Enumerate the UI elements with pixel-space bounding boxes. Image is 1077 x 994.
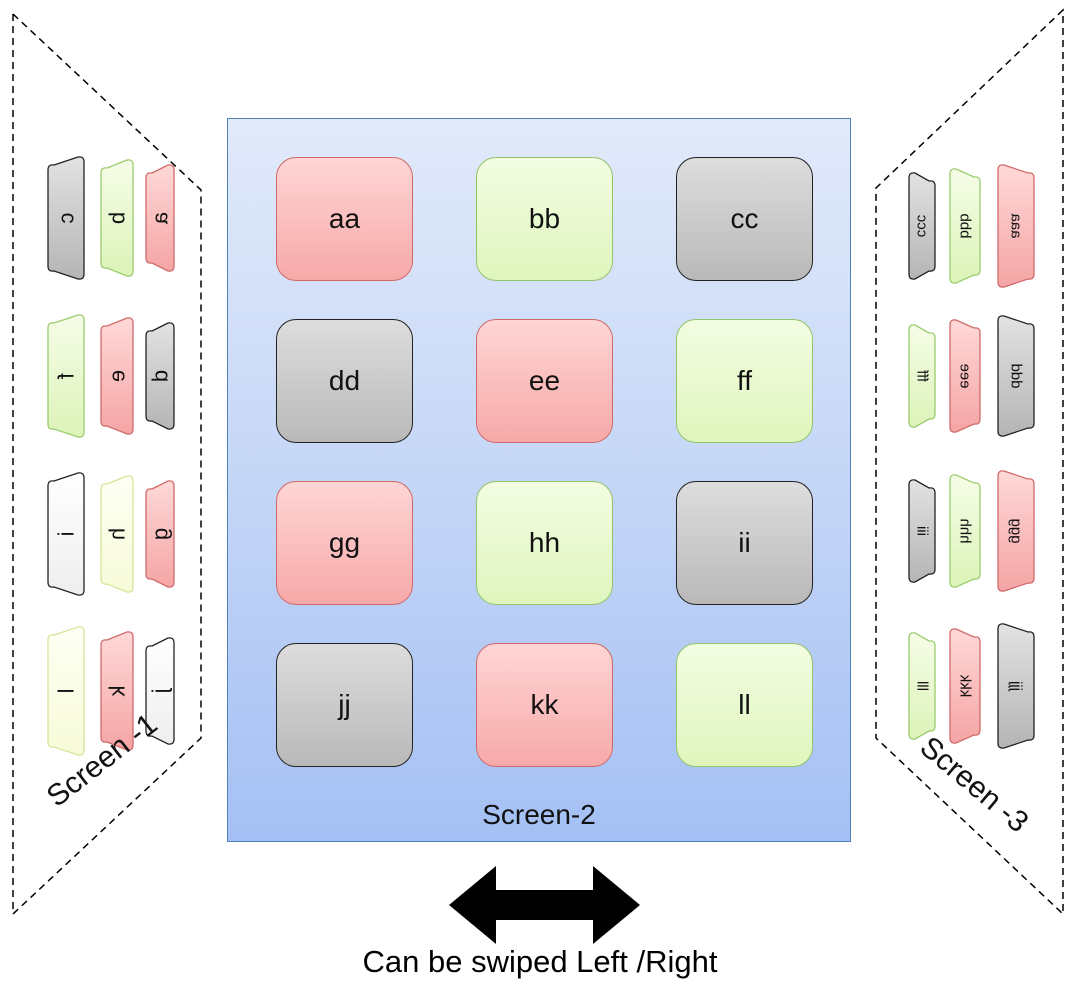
- side-tile-label: bbb: [957, 213, 974, 238]
- tile-kk[interactable]: kk: [476, 643, 613, 767]
- side-tile-label: hhh: [957, 518, 974, 543]
- side-tile-label: c: [54, 213, 79, 224]
- side-tile-kkk: kkk: [949, 628, 981, 744]
- side-tile-h: h: [100, 475, 134, 593]
- side-tile-label: b: [105, 212, 130, 224]
- side-tile-label: d: [148, 370, 173, 382]
- tile-ff[interactable]: ff: [676, 319, 813, 443]
- double-arrow-icon: [449, 866, 640, 944]
- side-tile-label: k: [105, 686, 130, 698]
- side-tile-label: ccc: [914, 214, 931, 237]
- tile-ee[interactable]: ee: [476, 319, 613, 443]
- side-tile-label: aaa: [1008, 213, 1025, 239]
- side-tile-c: c: [47, 156, 85, 280]
- side-tile-d: d: [145, 322, 175, 430]
- left-screen-frame: [12, 12, 202, 916]
- side-tile-i: i: [47, 472, 85, 596]
- side-tile-e: e: [100, 317, 134, 435]
- side-tile-eee: eee: [949, 319, 981, 433]
- tile-dd[interactable]: dd: [276, 319, 413, 443]
- side-tile-label: ggg: [1008, 518, 1025, 543]
- tile-aa[interactable]: aa: [276, 157, 413, 281]
- side-tile-label: j: [148, 688, 173, 694]
- side-tile-label: ddd: [1008, 363, 1025, 388]
- side-tile-lll: lll: [908, 632, 936, 740]
- side-tile-label: iii: [914, 526, 931, 536]
- side-tile-hhh: hhh: [949, 474, 981, 588]
- side-tile-a: a: [145, 164, 175, 272]
- right-screen-tiles: ccc bbb aaa fff eee ddd iii hhh ggg lll kkk jjj: [908, 164, 1035, 749]
- side-tile-label: a: [148, 212, 173, 225]
- right-screen-frame: [875, 8, 1064, 916]
- side-tile-bbb: bbb: [949, 168, 981, 284]
- tile-bb[interactable]: bb: [476, 157, 613, 281]
- side-tile-label: g: [148, 528, 173, 540]
- side-tile-label: e: [105, 370, 130, 382]
- tile-jj[interactable]: jj: [276, 643, 413, 767]
- side-tile-ddd: ddd: [997, 315, 1035, 437]
- side-tile-aaa: aaa: [997, 164, 1035, 288]
- tile-cc[interactable]: cc: [676, 157, 813, 281]
- swipe-caption: Can be swiped Left /Right: [362, 944, 718, 979]
- side-tile-label: h: [105, 528, 130, 540]
- tile-hh[interactable]: hh: [476, 481, 613, 605]
- side-tile-k: k: [100, 631, 134, 751]
- side-tile-jjj: jjj: [997, 623, 1035, 749]
- tile-gg[interactable]: gg: [276, 481, 413, 605]
- side-tile-iii: iii: [908, 479, 936, 583]
- side-tile-label: lll: [914, 681, 931, 691]
- side-tile-label: eee: [957, 363, 974, 388]
- left-screen-tiles: c b a f e d i h g l k j: [47, 156, 175, 756]
- side-tile-label: i: [54, 532, 79, 537]
- side-tile-j: j: [145, 637, 175, 745]
- tile-ii[interactable]: ii: [676, 481, 813, 605]
- side-tile-f: f: [47, 314, 85, 438]
- side-tile-label: kkk: [957, 674, 974, 697]
- side-tile-ggg: ggg: [997, 470, 1035, 592]
- side-tile-ccc: ccc: [908, 172, 936, 280]
- side-tile-fff: fff: [908, 324, 936, 428]
- side-tile-label: fff: [914, 369, 931, 382]
- side-tile-l: l: [47, 626, 85, 756]
- side-tile-label: f: [54, 373, 79, 380]
- side-tile-label: jjj: [1008, 681, 1025, 692]
- side-tile-g: g: [145, 480, 175, 588]
- side-tile-b: b: [100, 159, 134, 277]
- tile-ll[interactable]: ll: [676, 643, 813, 767]
- side-tile-label: l: [54, 689, 79, 694]
- center-screen-label: Screen-2: [482, 799, 596, 830]
- right-screen-label: Screen -3: [914, 730, 1035, 839]
